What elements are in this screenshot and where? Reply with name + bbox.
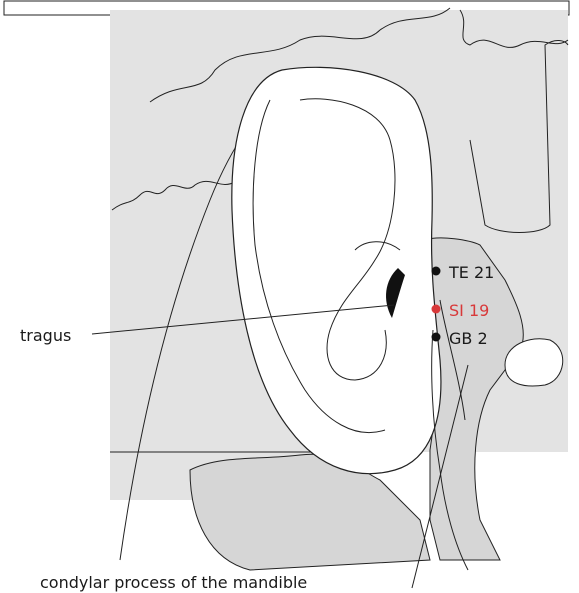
- label-gb2: GB 2: [449, 329, 488, 348]
- neck-region: [190, 454, 430, 570]
- label-te21: TE 21: [448, 263, 494, 282]
- label-condylar: condylar process of the mandible: [40, 573, 307, 592]
- point-si19: [432, 305, 441, 314]
- point-te21: [432, 267, 441, 276]
- label-tragus: tragus: [20, 326, 71, 345]
- point-gb2: [432, 333, 441, 342]
- label-si19: SI 19: [449, 301, 489, 320]
